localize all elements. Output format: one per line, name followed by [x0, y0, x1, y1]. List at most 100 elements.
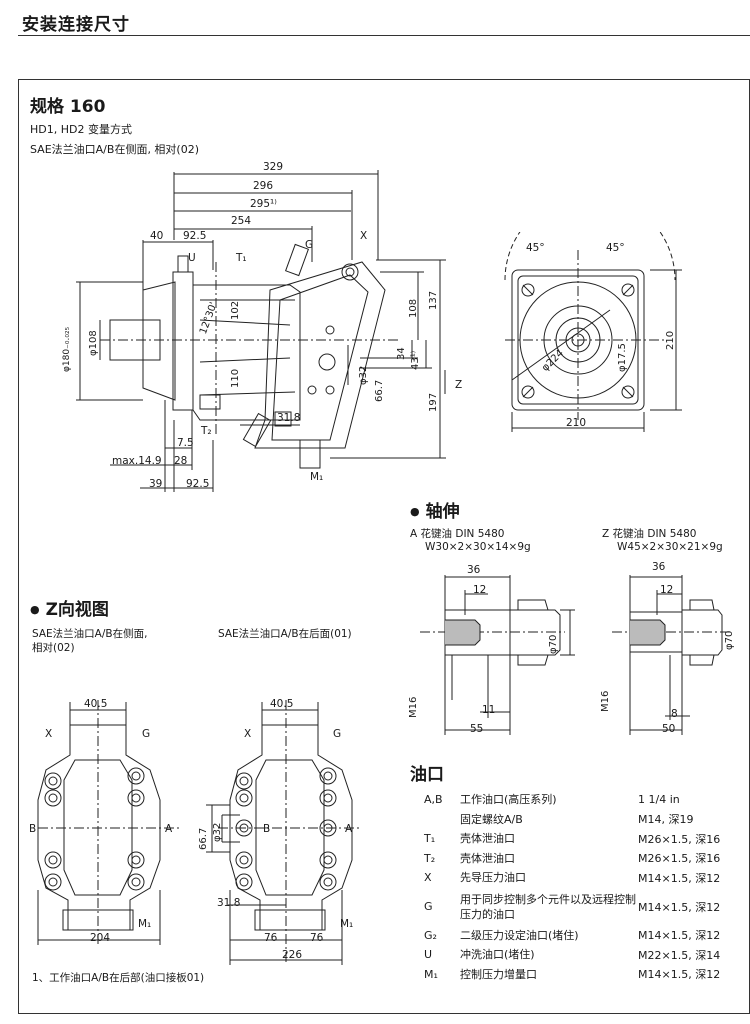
port-description: 控制压力增量口 — [460, 967, 537, 981]
shaft-z-dim-12: 12 — [660, 584, 674, 596]
port-u-label: U — [188, 252, 196, 264]
dim-43: 43¹⁾ — [410, 350, 421, 370]
ports-row: T₂ 壳体泄油口 M26×1.5, 深16 — [424, 849, 734, 869]
port-code — [424, 810, 460, 830]
port-size: M14×1.5, 深12 — [638, 871, 721, 885]
port-size: M22×1.5, 深14 — [638, 948, 721, 962]
zl-port-m1: M₁ — [138, 918, 152, 930]
dim-34: 34 — [396, 347, 407, 360]
spec-title: 规格 160 — [30, 97, 106, 117]
dim-210-horizontal: 210 — [566, 417, 587, 429]
zr-dim-66-7: 66.7 — [198, 827, 209, 850]
zl-port-x: X — [45, 728, 53, 740]
dim-137: 137 — [428, 290, 439, 310]
zl-dim-204: 204 — [90, 932, 111, 944]
port-code: T₁ — [424, 832, 436, 846]
spec-line-ports: SAE法兰油口A/B在侧面, 相对(02) — [30, 143, 200, 156]
shaft-z-spec: W45×2×30×21×9g — [617, 541, 723, 553]
shaft-a-dim-36: 36 — [467, 564, 481, 576]
shaft-z-label: Z 花键油 DIN 5480 — [602, 528, 697, 540]
z-view-left-caption: SAE法兰油口A/B在侧面, 相对(02) — [32, 628, 148, 654]
port-code: T₂ — [424, 851, 436, 865]
dim-66-7: 66.7 — [374, 379, 385, 402]
shaft-z-dia-70: φ70 — [724, 630, 735, 650]
port-t2-label: T₂ — [201, 425, 212, 437]
dim-92-5-bottom: 92.5 — [186, 478, 210, 490]
ports-row: 固定螺纹A/B M14, 深19 — [424, 810, 734, 830]
port-description: 先导压力油口 — [460, 871, 526, 885]
shaft-a-dim-11: 11 — [482, 704, 496, 716]
dim-39: 39 — [149, 478, 163, 490]
port-size: M26×1.5, 深16 — [638, 832, 721, 846]
port-size: M14×1.5, 深12 — [638, 929, 721, 943]
port-description: 冲洗油口(堵住) — [460, 948, 535, 962]
ports-heading: 油口 — [410, 765, 444, 785]
port-code: U — [424, 948, 433, 962]
ports-row: T₁ 壳体泄油口 M26×1.5, 深16 — [424, 829, 734, 849]
port-description: 二级压力设定油口(堵住) — [460, 928, 579, 942]
ports-row: A,B 工作油口(高压系列) 1 1/4 in — [424, 790, 734, 810]
dim-296: 296 — [253, 180, 274, 192]
shaft-a-dia-70: φ70 — [548, 634, 559, 654]
shaft-z-m16: M16 — [600, 690, 611, 712]
port-t1-label: T₁ — [236, 252, 247, 264]
dim-197: 197 — [428, 392, 439, 412]
shaft-heading: 轴伸 — [410, 497, 460, 522]
dim-108-right: 108 — [408, 298, 419, 318]
dim-92-5-top: 92.5 — [183, 230, 207, 242]
port-code: G — [424, 900, 433, 913]
port-description: 用于同步控制多个元件以及远程控制压力的油口 — [460, 892, 636, 921]
shaft-a-spec: W30×2×30×14×9g — [425, 541, 531, 553]
ports-row: X 先导压力油口 M14×1.5, 深12 — [424, 868, 734, 888]
port-size: M14×1.5, 深12 — [638, 900, 721, 914]
dia-17-5-label: φ17.5 — [617, 343, 628, 372]
shaft-z-dim-50: 50 — [662, 723, 676, 735]
zr-dim-40-5: 40.5 — [270, 698, 294, 710]
shaft-a-label: A 花键油 DIN 5480 — [410, 528, 505, 540]
angle-45-left: 45° — [526, 242, 545, 254]
zr-dim-31-8: 31.8 — [217, 897, 241, 909]
ports-row: G₂ 二级压力设定油口(堵住) M14×1.5, 深12 — [424, 926, 734, 946]
zr-dim-226: 226 — [282, 949, 303, 961]
title-divider — [18, 35, 750, 36]
z-view-right-caption: SAE法兰油口A/B在后面(01) — [218, 628, 352, 640]
port-description: 壳体泄油口 — [460, 851, 515, 865]
zr-port-x: X — [244, 728, 252, 740]
dim-254: 254 — [231, 215, 252, 227]
dim-329: 329 — [263, 161, 284, 173]
port-description: 固定螺纹A/B — [460, 812, 523, 826]
shaft-ends-drawing — [420, 575, 730, 735]
port-m1-label: M₁ — [310, 471, 324, 483]
port-code: M₁ — [424, 967, 438, 981]
zl-dim-40-5: 40.5 — [84, 698, 108, 710]
zr-dia-32: φ32 — [212, 822, 223, 842]
port-size: M26×1.5, 深16 — [638, 852, 721, 866]
port-size: 1 1/4 in — [638, 793, 680, 807]
port-g-label: G — [305, 239, 314, 251]
dim-28: 28 — [174, 455, 188, 467]
shaft-a-dim-55: 55 — [470, 723, 484, 735]
dim-210-vertical: 210 — [665, 330, 676, 350]
z-view-footnote: 1、工作油口A/B在后部(油口接板01) — [32, 972, 205, 984]
ports-table: A,B 工作油口(高压系列) 1 1/4 in 固定螺纹A/B M14, 深19… — [424, 790, 734, 984]
ports-row: G 用于同步控制多个元件以及远程控制压力的油口 M14×1.5, 深12 — [424, 888, 734, 926]
dim-31-8-main: 31.8 — [277, 412, 301, 424]
port-description: 壳体泄油口 — [460, 832, 515, 846]
zr-port-g: G — [333, 728, 342, 740]
front-flange-view-drawing — [504, 232, 682, 432]
main-side-view-drawing — [76, 170, 446, 492]
view-arrow-z: Z — [455, 379, 463, 391]
dia-108-label: φ108 — [88, 330, 99, 356]
z-view-drawing — [37, 700, 360, 965]
angle-45-right: 45° — [606, 242, 625, 254]
dim-102: 102 — [230, 300, 241, 320]
ports-row: U 冲洗油口(堵住) M22×1.5, 深14 — [424, 945, 734, 965]
zr-port-b: B — [263, 823, 271, 835]
zl-port-b: B — [29, 823, 37, 835]
dim-110: 110 — [230, 368, 241, 388]
port-description: 工作油口(高压系列) — [460, 793, 557, 807]
zr-dim-76-right: 76 — [310, 932, 324, 944]
dim-295: 295¹⁾ — [250, 198, 277, 210]
zr-dim-76-left: 76 — [264, 932, 278, 944]
zr-port-m1: M₁ — [340, 918, 354, 930]
